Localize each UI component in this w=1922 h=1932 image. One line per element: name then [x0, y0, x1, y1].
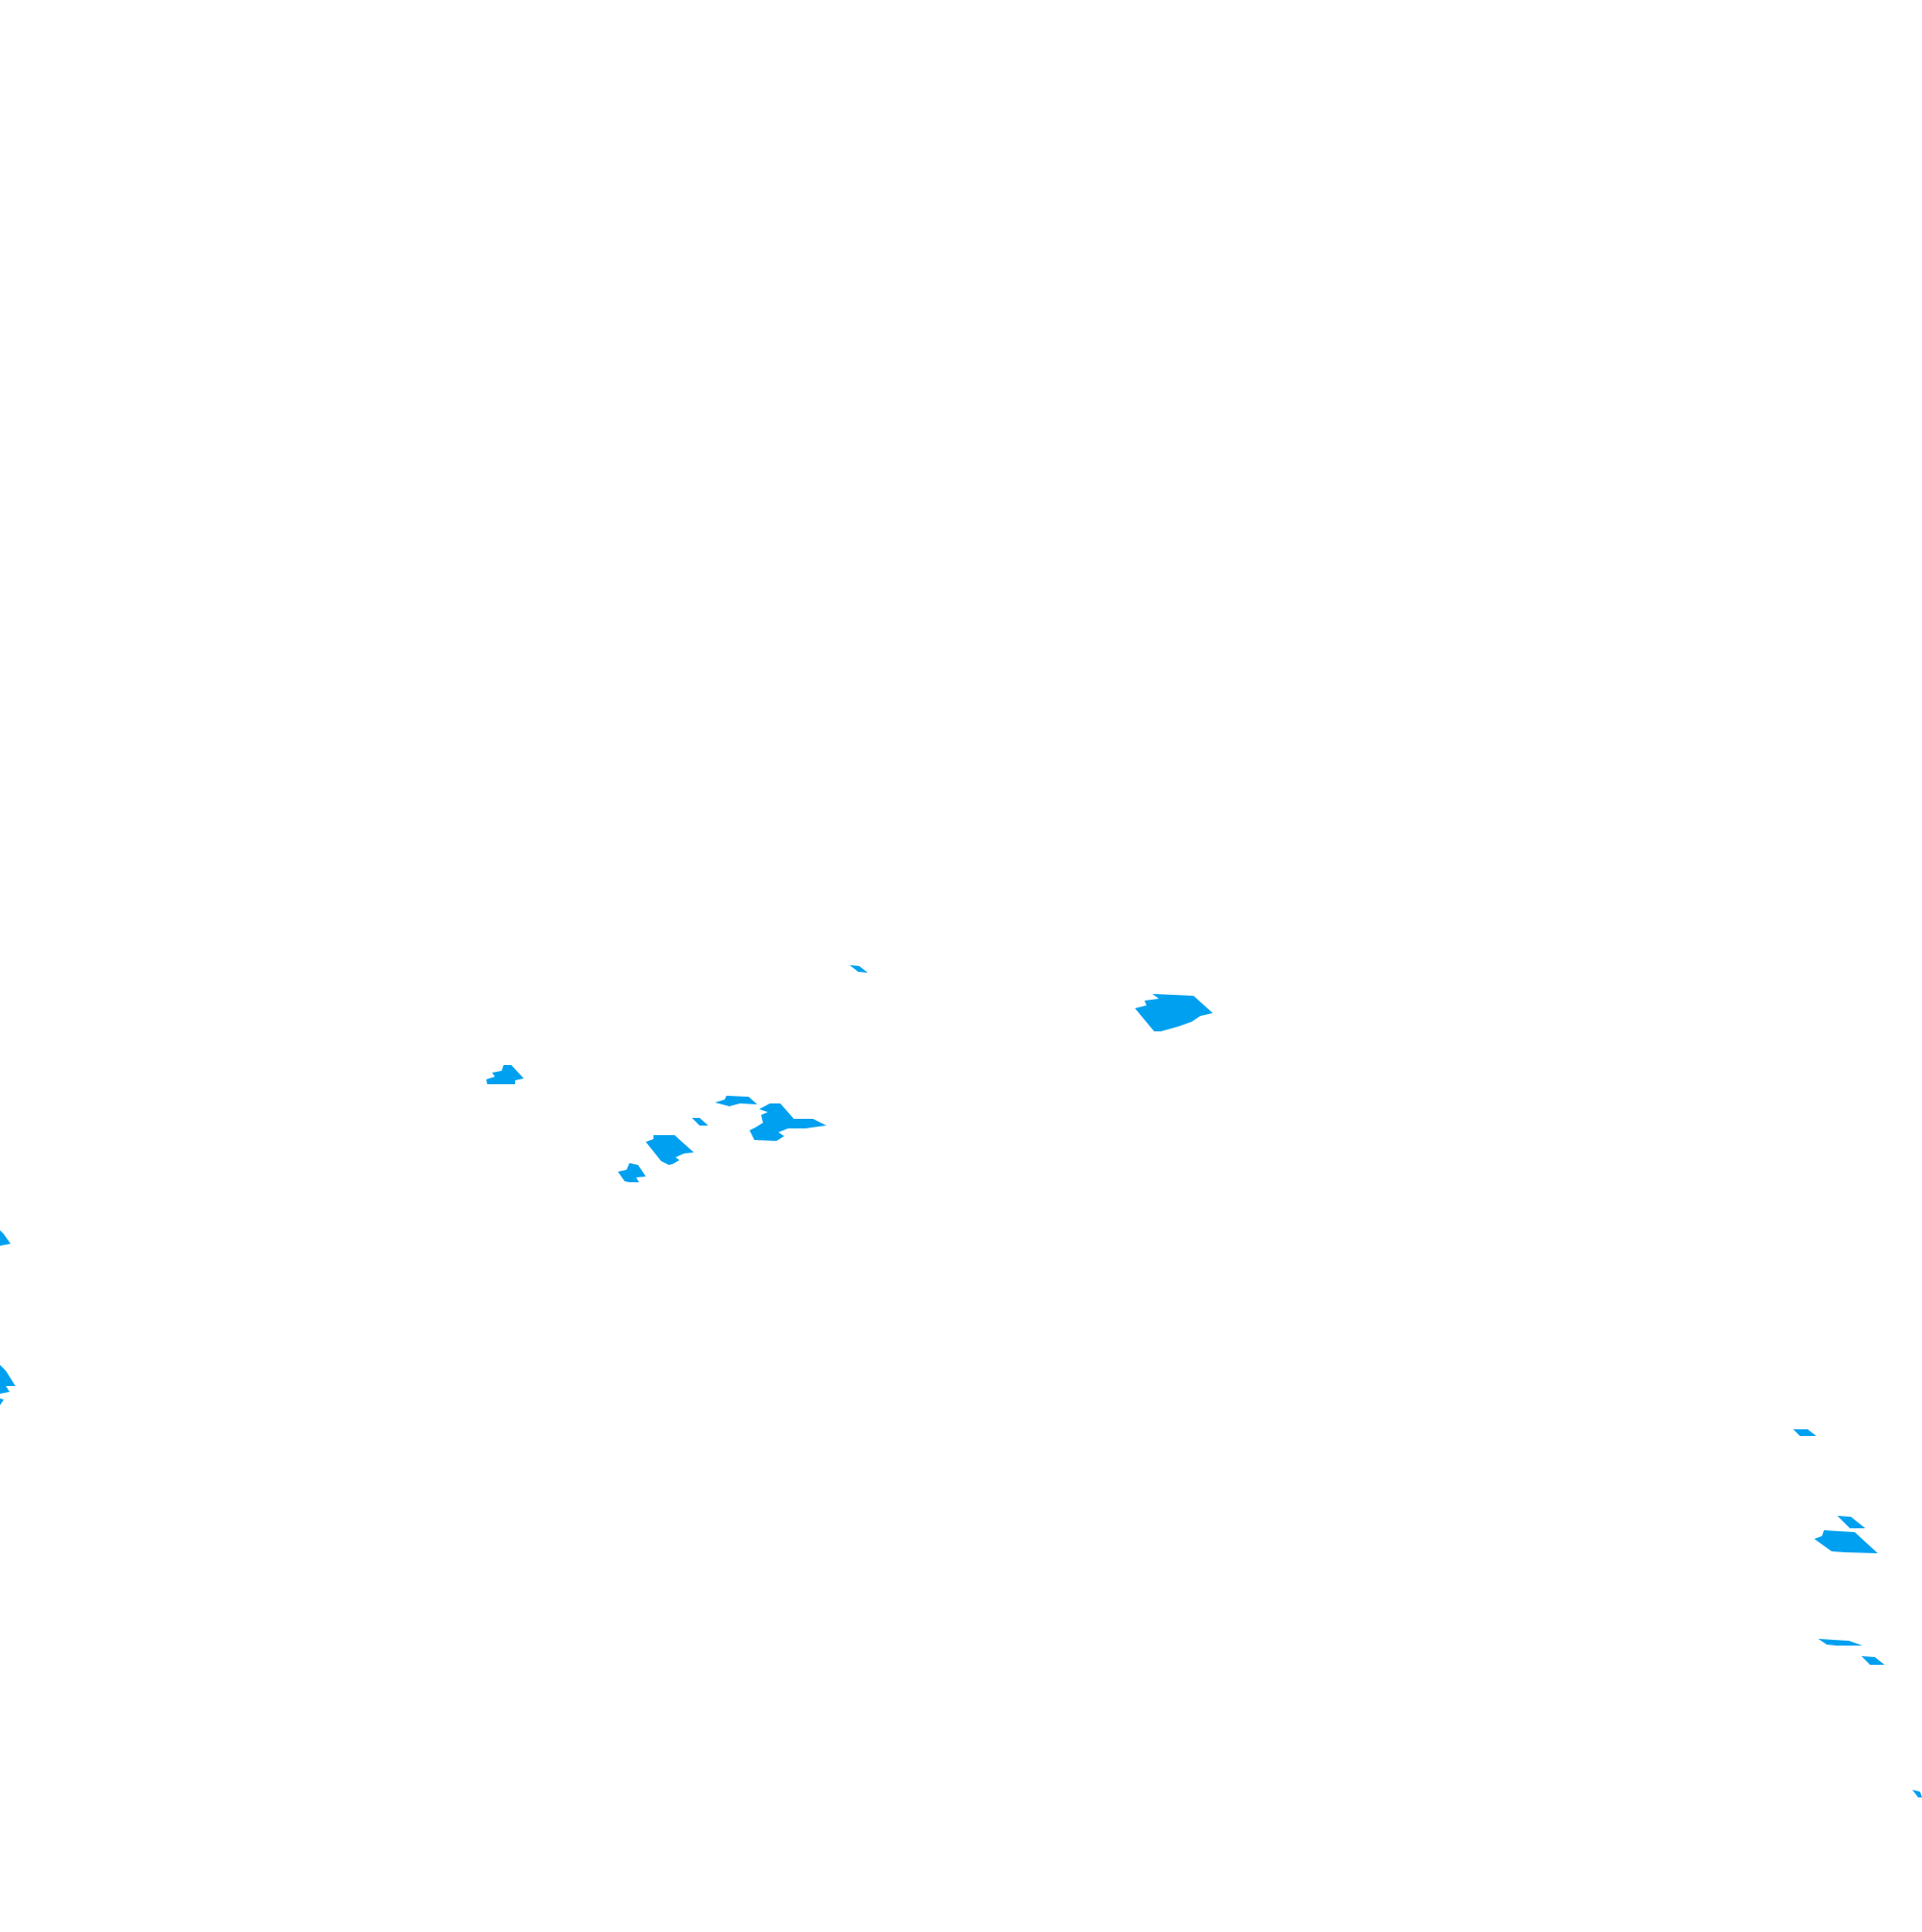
island-cluster-bottom-right [1912, 1790, 1922, 1797]
island-cluster-center-left [618, 1096, 826, 1182]
island-cluster-right [1793, 1429, 1885, 1665]
island-cluster-top-center [850, 965, 868, 973]
island-cluster-far-left [0, 1230, 15, 1405]
island-cluster-upper-left [486, 1065, 524, 1084]
island-cluster-center [1135, 994, 1213, 1031]
